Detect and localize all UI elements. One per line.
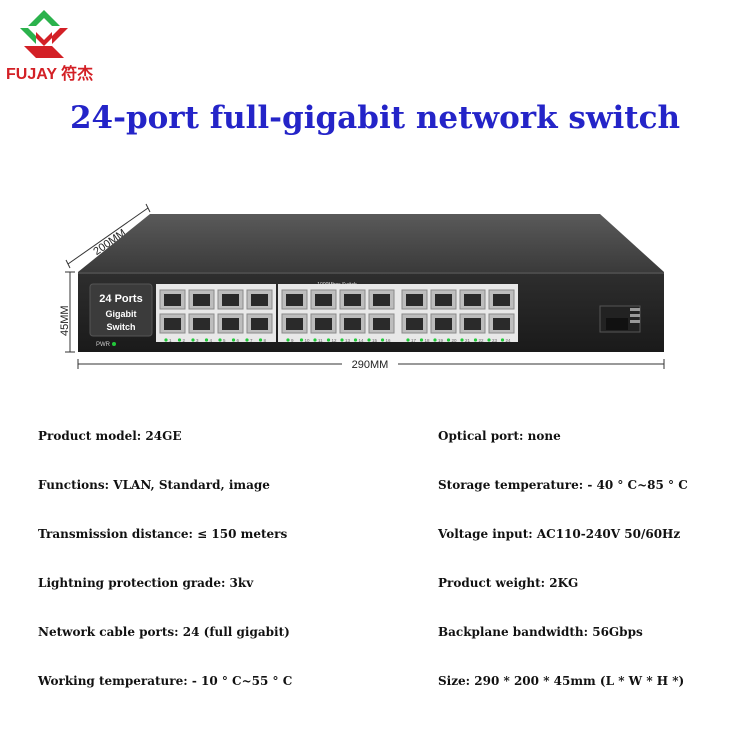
device-label-line3: Switch [106,322,135,332]
rj45-port-socket [222,318,239,330]
rj45-port-socket [251,294,268,306]
port-number: 9 [291,338,294,343]
spec-voltage-input: Voltage input: AC110-240V 50/60Hz [438,527,681,541]
port-number: 2 [183,338,186,343]
port-led-icon [406,338,410,342]
spec-product-model: Product model: 24GE [38,429,182,443]
port-number: 10 [305,338,311,343]
port-led-icon [258,338,263,342]
port-led-icon [286,338,290,342]
pwr-label: PWR [96,342,111,348]
rj45-port-socket [286,318,303,330]
port-led-icon [460,338,464,342]
device-label-line2: Gigabit [106,309,137,319]
port-number: 14 [359,338,365,343]
rj45-port-socket [493,318,510,330]
port-led-icon [177,338,182,342]
rj45-port-socket [315,294,332,306]
port-number: 15 [372,338,378,343]
spec-network-cable-ports: Network cable ports: 24 (full gigabit) [38,625,290,639]
port-led-icon [326,338,331,342]
port-led-icon [367,338,371,342]
spec-lightning-protection: Lightning protection grade: 3kv [38,576,254,590]
port-number: 17 [411,338,417,343]
port-number: 3 [196,338,199,343]
port-led-icon [164,338,168,342]
rj45-port-socket [251,318,268,330]
power-led-icon [112,342,116,346]
rj45-port-socket [164,294,181,306]
rj45-port-socket [373,318,390,330]
rj45-port-socket [315,318,332,330]
port-number: 16 [386,338,392,343]
rj45-port-socket [464,318,481,330]
rj45-port-socket [344,318,361,330]
dim-height-label: 45MM [60,305,71,336]
rj45-port-socket [435,318,452,330]
spec-functions: Functions: VLAN, Standard, image [38,478,270,492]
spec-product-weight: Product weight: 2KG [438,576,579,590]
rj45-port-socket [464,294,481,306]
port-led-icon [487,338,491,342]
port-number: 8 [264,338,267,343]
spec-transmission-distance: Transmission distance: ≤ 150 meters [38,527,288,541]
port-number: 23 [492,338,498,343]
port-number: 18 [425,338,431,343]
port-number: 22 [479,338,485,343]
spec-optical-port: Optical port: none [438,429,561,443]
port-number: 4 [210,338,213,343]
port-number: 12 [332,338,338,343]
rj45-port-socket [164,318,181,330]
rj45-port-socket [286,294,303,306]
rj45-port-socket [406,318,423,330]
port-number: 6 [237,338,240,343]
port-led-icon [191,338,195,342]
port-led-icon [340,338,344,342]
port-led-icon [299,338,304,342]
rj45-port-socket [344,294,361,306]
rj45-port-socket [193,294,210,306]
port-led-icon [218,338,222,342]
port-number: 21 [465,338,471,343]
switch-illustration: 200MM 45MM 290MM 24 Ports Gigabit Switch… [60,203,665,371]
rj45-port-socket [373,294,390,306]
spec-working-temperature: Working temperature: - 10 ° C~55 ° C [38,674,293,688]
port-led-icon [353,338,358,342]
port-number: 19 [438,338,444,343]
port-led-icon [231,338,236,342]
spec-size: Size: 290 * 200 * 45mm (L * W * H *) [438,674,685,688]
fujay-logo-icon [20,10,68,58]
page-title: 24-port full-gigabit network switch [69,100,681,136]
port-number: 1 [169,338,172,343]
port-led-icon [245,338,249,342]
port-led-icon [419,338,424,342]
brand-logo [6,6,82,76]
brand-name: FUJAY 符杰 [6,66,94,83]
rj45-port-socket [193,318,210,330]
port-number: 24 [506,338,512,343]
port-led-icon [204,338,209,342]
port-led-icon [473,338,478,342]
port-number: 7 [250,338,253,343]
port-led-icon [313,338,317,342]
port-led-icon [446,338,451,342]
rj45-port-socket [222,294,239,306]
dim-width-label: 290MM [352,359,389,371]
port-number: 20 [452,338,458,343]
spec-storage-temperature: Storage temperature: - 40 ° C~85 ° C [438,478,688,492]
port-number: 5 [223,338,226,343]
port-led-icon [433,338,437,342]
rj45-port-socket [493,294,510,306]
port-led-icon [380,338,385,342]
port-led-icon [500,338,505,342]
port-number: 11 [318,338,323,343]
port-number: 13 [345,338,351,343]
rj45-port-socket [435,294,452,306]
device-label-line1: 24 Ports [99,293,142,305]
rj45-port-socket [406,294,423,306]
spec-backplane-bandwidth: Backplane bandwidth: 56Gbps [438,625,643,639]
